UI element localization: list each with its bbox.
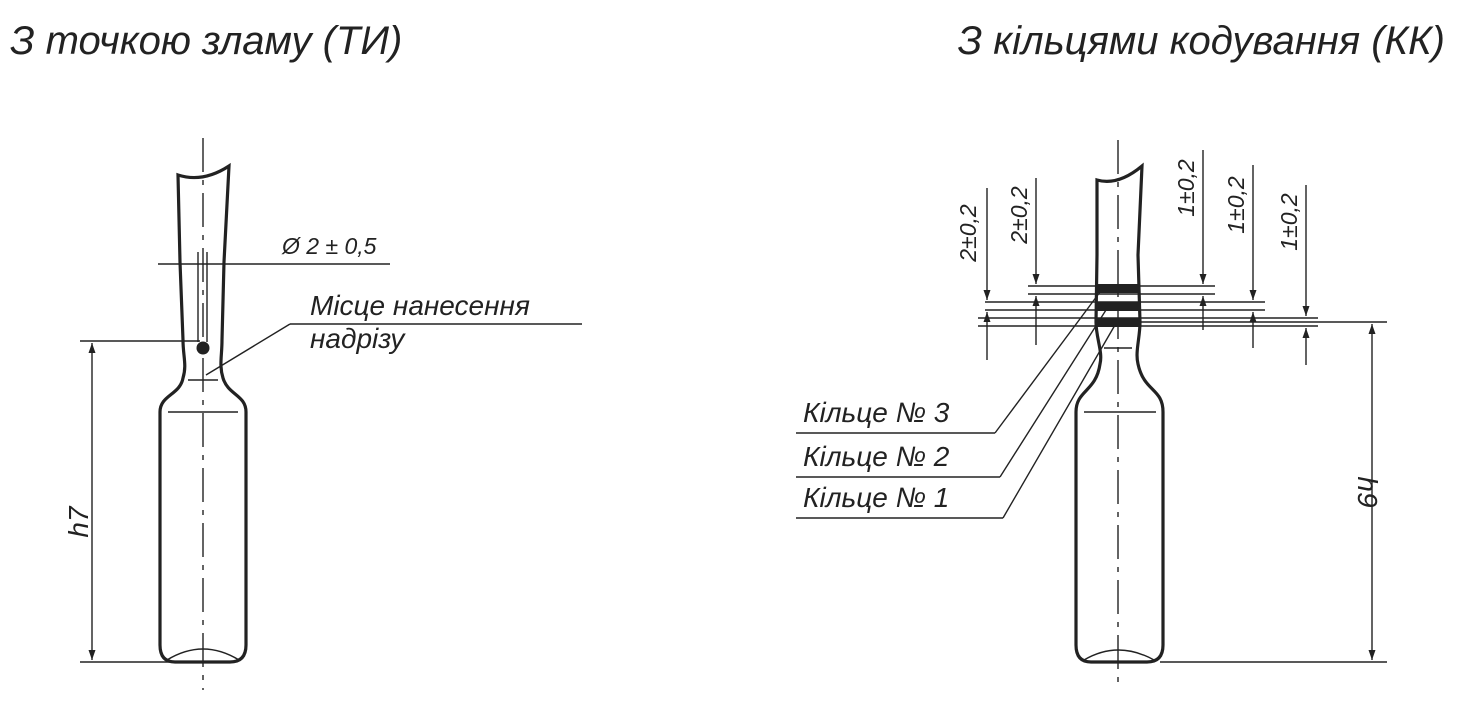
diameter-dimension: Ø 2 ± 0,5 [158, 233, 390, 265]
dim-label-2: 2±0,2 [1006, 186, 1032, 245]
ring-1-label: Кільце № 1 [803, 482, 949, 513]
left-title: З точкою зламу (ТИ) [10, 19, 402, 63]
notch-leader-line [205, 323, 291, 376]
notch-label-line1: Місце нанесення [310, 290, 530, 321]
ring-3-label: Кільце № 3 [803, 397, 950, 428]
ring-extension-lines [978, 285, 1318, 327]
ring-dimension-labels: 2±0,2 2±0,2 1±0,2 1±0,2 1±0,2 [955, 159, 1302, 263]
coding-ring-3 [1096, 284, 1140, 293]
ring-2-leader [999, 309, 1107, 478]
left-ampoule [158, 138, 248, 690]
dim-label-3: 1±0,2 [1173, 159, 1199, 217]
ring-1-leader [1002, 324, 1116, 519]
right-bottom-meniscus [1083, 649, 1155, 661]
left-bottom-meniscus [166, 648, 240, 661]
coding-ring-1 [1096, 318, 1140, 327]
diameter-label: Ø 2 ± 0,5 [281, 233, 377, 259]
notch-label-line2: надрізу [310, 323, 406, 354]
ring-2-label: Кільце № 2 [803, 441, 950, 472]
h9-label: h9 [1352, 476, 1383, 507]
h7-label: h7 [63, 505, 94, 538]
right-ampoule [1074, 140, 1165, 690]
coding-ring-2 [1096, 302, 1140, 311]
ring-3-leader [994, 291, 1101, 434]
left-ampoule-outline [158, 162, 248, 664]
ring-dimension-arrows [983, 150, 1310, 365]
ring-callouts: Кільце № 3 Кільце № 2 Кільце № 1 [796, 291, 1116, 519]
right-title: З кільцями кодування (КК) [958, 19, 1445, 63]
dim-label-5: 1±0,2 [1276, 193, 1302, 251]
break-point-dot [196, 341, 210, 355]
right-ampoule-outline [1074, 162, 1165, 664]
h9-dimension: h9 [1140, 321, 1387, 663]
h7-dimension: h7 [63, 340, 200, 663]
dim-label-1: 2±0,2 [955, 204, 981, 263]
notch-callout: Місце нанесення надрізу [205, 290, 582, 376]
dim-label-4: 1±0,2 [1223, 176, 1249, 234]
